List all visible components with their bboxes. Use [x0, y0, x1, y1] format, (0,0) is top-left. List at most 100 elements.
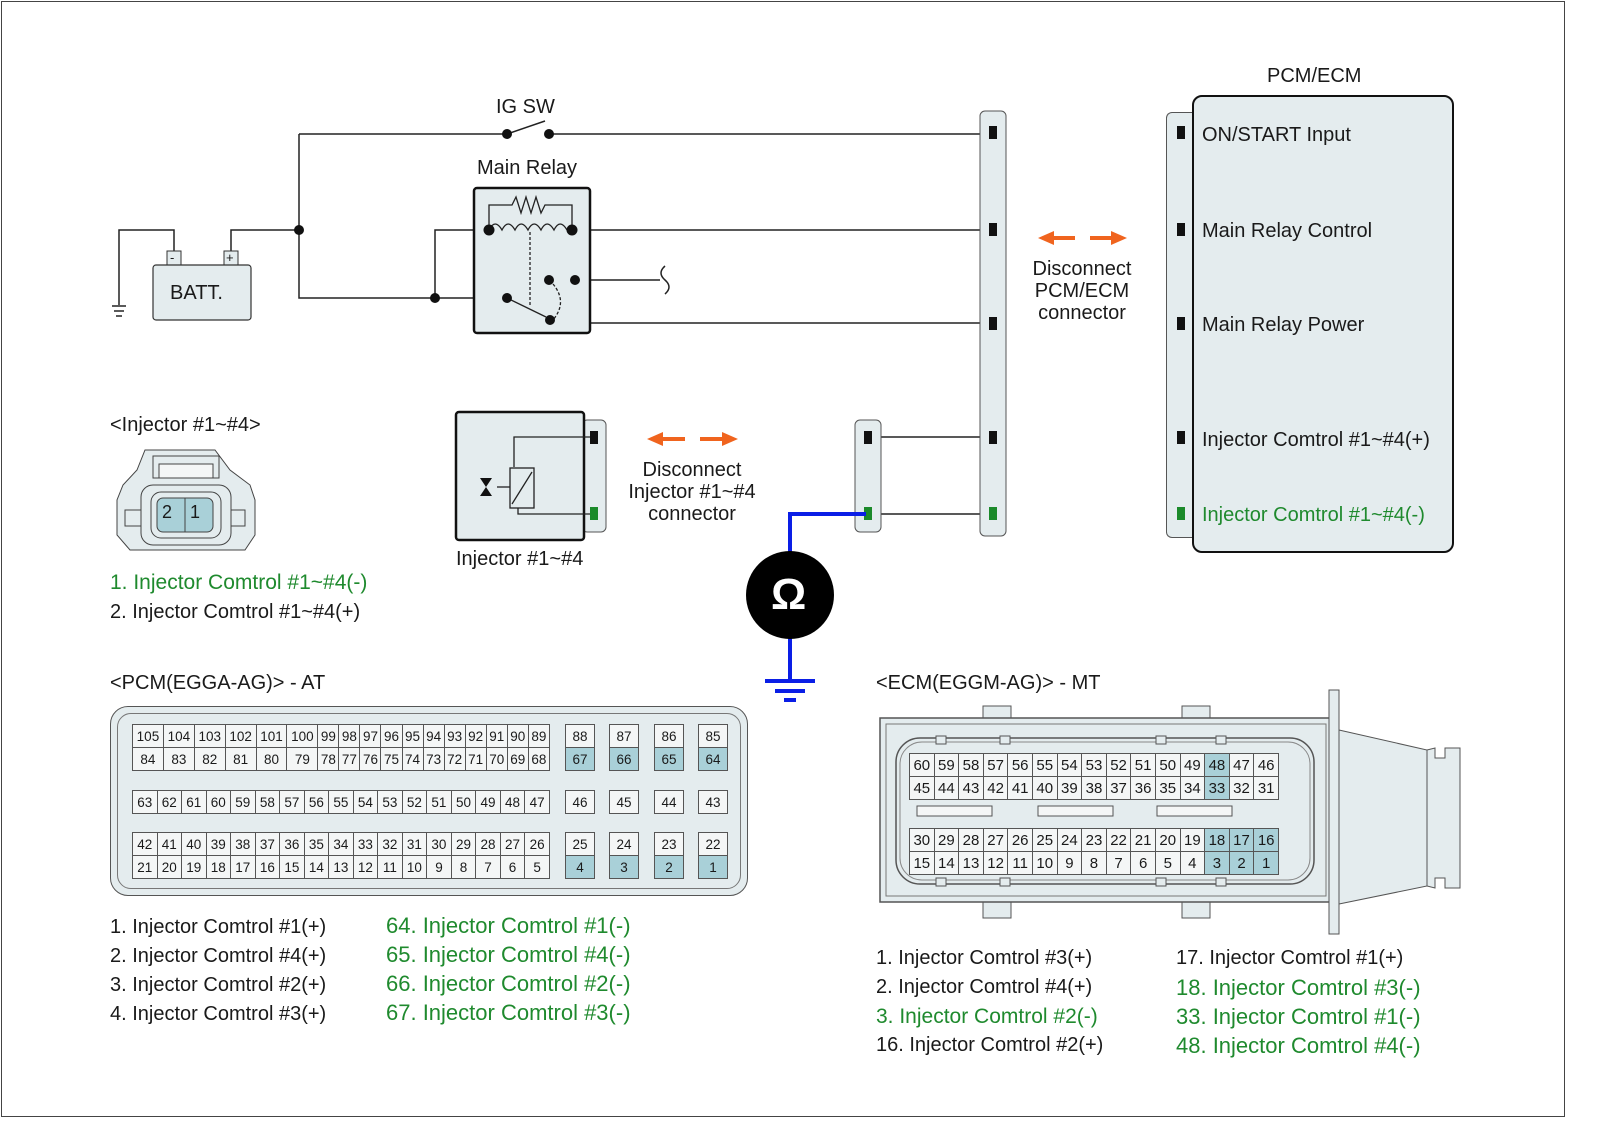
relay-contact-blade	[506, 297, 547, 318]
injector-component-label: Injector #1~#4	[456, 548, 584, 570]
pin-list-item: 17. Injector Comtrol #1(+)	[1176, 947, 1404, 969]
pin-cell: 22	[698, 832, 728, 856]
pin-cell: 13	[328, 855, 354, 879]
pin-cell: 29	[933, 828, 960, 852]
pin-cell: 81	[224, 747, 257, 771]
pcm-pin-label: Injector Comtrol #1~#4(+)	[1202, 429, 1430, 451]
pin-cell: 44	[654, 790, 684, 814]
battery-neg-label: -	[170, 250, 175, 265]
pin-cell: 79	[286, 747, 319, 771]
pin-cell: 86	[654, 724, 684, 748]
pin-cell: 30	[426, 832, 452, 856]
pin-cell: 64	[698, 747, 728, 771]
pin-list-item: 4. Injector Comtrol #3(+)	[110, 1003, 327, 1025]
battery	[152, 250, 252, 321]
pin-cell: 4	[565, 855, 595, 879]
battery-pos-label: +	[226, 250, 234, 265]
pin-cell: 67	[565, 747, 595, 771]
pin-cell: 36	[279, 832, 305, 856]
pin-cell: 74	[401, 747, 424, 771]
pin-cell: 80	[255, 747, 288, 771]
injector-pin-1: 1	[190, 502, 201, 522]
pin-cell: 13	[958, 851, 984, 875]
pin-cell: 16	[1253, 828, 1279, 852]
pin-cell: 38	[230, 832, 256, 856]
pin-cell: 39	[205, 832, 232, 856]
pin-cell: 53	[1081, 753, 1107, 777]
pin-cell: 11	[1007, 851, 1033, 875]
pin-cell: 53	[377, 790, 403, 814]
disconnect-injector-arrows	[647, 432, 738, 446]
pin-list-item: 2. Injector Comtrol #4(+)	[876, 976, 1093, 998]
pin-cell: 37	[1105, 776, 1132, 800]
pin-cell: 50	[1154, 753, 1181, 777]
pin-cell: 59	[933, 753, 960, 777]
pin-cell: 6	[1130, 851, 1156, 875]
pin-cell: 30	[909, 828, 935, 852]
pin-cell: 102	[224, 724, 257, 748]
pin-cell: 17	[1228, 828, 1255, 852]
pin-cell: 50	[450, 790, 477, 814]
pin-cell: 38	[1081, 776, 1107, 800]
pin-cell: 29	[450, 832, 477, 856]
pin-cell: 66	[609, 747, 639, 771]
disconnect-pcm-label: Disconnect PCM/ECM connector	[1032, 258, 1132, 324]
pin-cell: 85	[698, 724, 728, 748]
main-relay	[472, 186, 592, 335]
ig-switch-label: IG SW	[496, 96, 555, 118]
pin-list-item: 2. Injector Comtrol #1~#4(+)	[110, 601, 361, 623]
pin-cell: 26	[524, 832, 550, 856]
pin-cell: 24	[609, 832, 639, 856]
pin-cell: 6	[499, 855, 526, 879]
main-relay-label: Main Relay	[477, 157, 578, 179]
pcm-pin-relay-power	[1177, 317, 1185, 330]
pcm-pin-label-highlight: Injector Comtrol #1~#4(-)	[1202, 504, 1425, 526]
pin-cell: 97	[359, 724, 382, 748]
injector-connector-face	[116, 449, 256, 551]
pin-cell: 42	[982, 776, 1009, 800]
pin-cell: 62	[156, 790, 183, 814]
pin-cell: 48	[499, 790, 526, 814]
pin-cell: 7	[475, 855, 501, 879]
relay-power-wire	[574, 280, 993, 324]
pin-cell: 61	[181, 790, 207, 814]
pin-cell: 49	[475, 790, 501, 814]
pin-cell: 73	[422, 747, 445, 771]
pin-cell: 7	[1105, 851, 1132, 875]
pin-cell: 55	[1031, 753, 1058, 777]
pin-cell: 40	[1031, 776, 1058, 800]
pin-list-item: 3. Injector Comtrol #2(-)	[876, 1005, 1098, 1028]
injector-connector-title: <Injector #1~#4>	[110, 414, 261, 436]
pcm-side-pin-block: 45	[609, 790, 639, 814]
pin-cell: 101	[255, 724, 288, 748]
pin-cell: 42	[132, 832, 158, 856]
pin-cell: 52	[401, 790, 428, 814]
battery-ground-wire	[118, 229, 175, 305]
pin-cell: 44	[933, 776, 960, 800]
pin-cell: 20	[1154, 828, 1181, 852]
pin-cell: 35	[1154, 776, 1181, 800]
pin-cell: 90	[506, 724, 529, 748]
pin-cell: 40	[181, 832, 207, 856]
pin-cell: 51	[426, 790, 452, 814]
pin-cell: 68	[527, 747, 551, 771]
pin-cell: 98	[338, 724, 361, 748]
pin-cell: 45	[609, 790, 639, 814]
pin-cell: 58	[958, 753, 984, 777]
ecm-connector-title: <ECM(EGGM-AG)> - MT	[876, 672, 1101, 694]
pin-cell: 47	[1228, 753, 1255, 777]
pin-cell: 100	[286, 724, 319, 748]
pin-cell: 36	[1130, 776, 1156, 800]
pin-cell: 39	[1056, 776, 1083, 800]
pin-list-item: 1. Injector Comtrol #3(+)	[876, 947, 1093, 969]
pin-cell: 47	[524, 790, 550, 814]
pin-cell: 24	[1056, 828, 1083, 852]
